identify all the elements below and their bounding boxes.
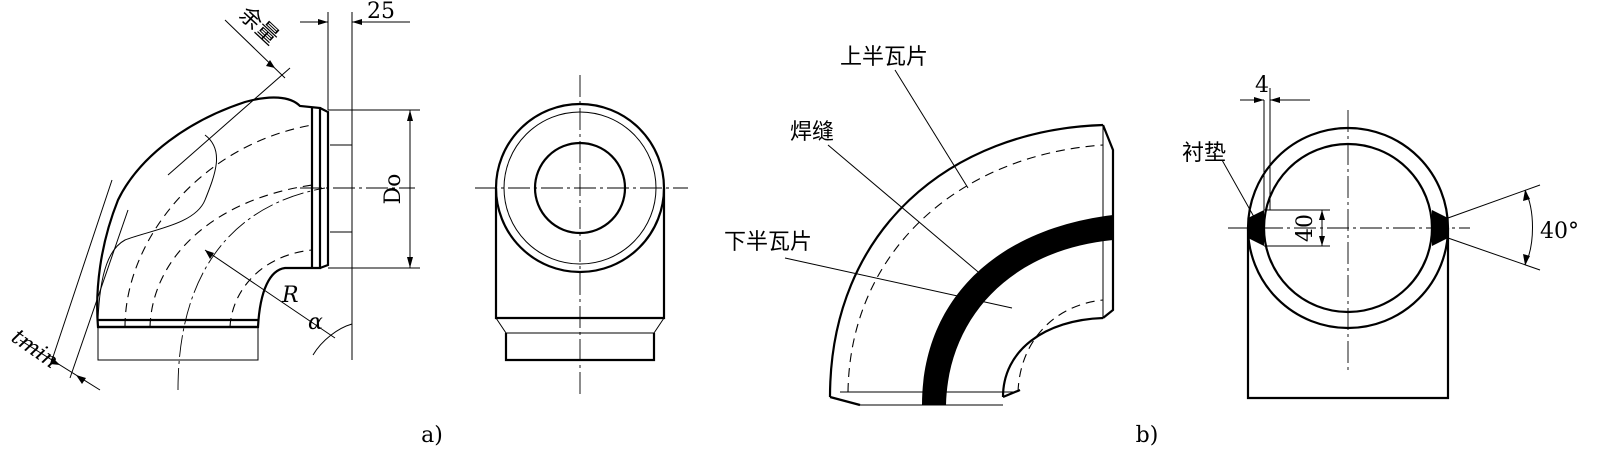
label-weld: 焊缝: [790, 120, 834, 145]
alpha-arc: [312, 323, 353, 356]
liner-pad-right: [1432, 210, 1448, 246]
label-lower-half: 下半瓦片: [724, 230, 812, 255]
angle-arrow-top: [1523, 190, 1530, 201]
dim-25-label: 25: [367, 0, 395, 24]
dim-4-arrow-left: [1254, 97, 1264, 103]
figure-a-elbow-side-view: 25 余量 Do R α: [7, 0, 420, 391]
dim-40-arrow-bottom: [1319, 236, 1325, 246]
do-label: Do: [381, 174, 406, 205]
angle-label: 40°: [1540, 219, 1579, 244]
r-dim-line: [204, 249, 336, 339]
dim-25-arrow-right: [352, 19, 362, 25]
dim-40-label: 40: [1293, 214, 1318, 242]
allowance-label: 余量: [234, 2, 283, 50]
allowance-leader-1: [167, 67, 291, 176]
elbow-inner-dash-1: [124, 124, 313, 328]
leader-liner: [1221, 159, 1259, 225]
liner-pad-left: [1248, 210, 1264, 246]
elbow-inner-dash-2: [229, 249, 313, 328]
dim-25-arrow-left: [318, 19, 328, 25]
leader-upper-half: [894, 69, 969, 189]
tmin-leader-1: [51, 179, 113, 361]
angle-ext-bottom: [1447, 237, 1541, 271]
figure-a-elbow-end-view: [475, 75, 688, 395]
tmin-arrow-1: [50, 357, 60, 365]
tmin-arrow-2: [76, 375, 86, 384]
allowance-wavy-line: [97, 134, 218, 321]
dim-4-arrow-right: [1270, 97, 1280, 103]
elbow-b-inner-arc: [1001, 316, 1104, 398]
allowance-leader-2: [224, 19, 286, 79]
angle-arrow-bottom: [1523, 254, 1530, 265]
angle-ext-top: [1447, 184, 1541, 219]
allowance-arrow: [266, 60, 275, 68]
b-end-body: [1246, 228, 1450, 400]
elbow-b-outer-dash: [847, 144, 1104, 393]
do-arrow-bottom: [407, 257, 413, 268]
dim-40-arrow-top: [1319, 210, 1325, 220]
do-arrow-top: [407, 110, 413, 121]
caption-a: a): [421, 423, 443, 448]
elbow-bottom-extension: [97, 327, 259, 361]
elbow-inner-dash-3: [149, 184, 313, 328]
figure-b-end-view: 4 衬垫 40 40°: [1182, 73, 1579, 400]
angle-arc: [1524, 189, 1533, 266]
tmin-leader-2: [69, 209, 129, 379]
leader-lower-half: [784, 257, 1013, 309]
r-arrow: [205, 250, 214, 259]
elbow-b-bottom-chamfer: [829, 388, 1021, 407]
figure-b-elbow-weld-view: 上半瓦片 焊缝 下半瓦片: [724, 45, 1115, 407]
label-liner: 衬垫: [1182, 141, 1226, 166]
caption-b: b): [1136, 423, 1159, 448]
weld-band: [922, 215, 1113, 405]
elbow-right-extension: [328, 109, 353, 269]
leader-weld: [827, 144, 991, 283]
elbow-outer-contour: [96, 96, 322, 329]
dim-4-label: 4: [1255, 73, 1269, 98]
elbow-centerline-arc: [177, 187, 326, 391]
elbow-b-outer-arc: [828, 123, 1104, 398]
elbow-b-inner-dash: [1017, 299, 1104, 393]
elbow-bottom-band: [98, 318, 258, 329]
r-label: R: [281, 283, 299, 308]
alpha-label: α: [308, 310, 323, 335]
label-upper-half: 上半瓦片: [840, 45, 928, 70]
tmin-label: tmin: [7, 324, 63, 374]
